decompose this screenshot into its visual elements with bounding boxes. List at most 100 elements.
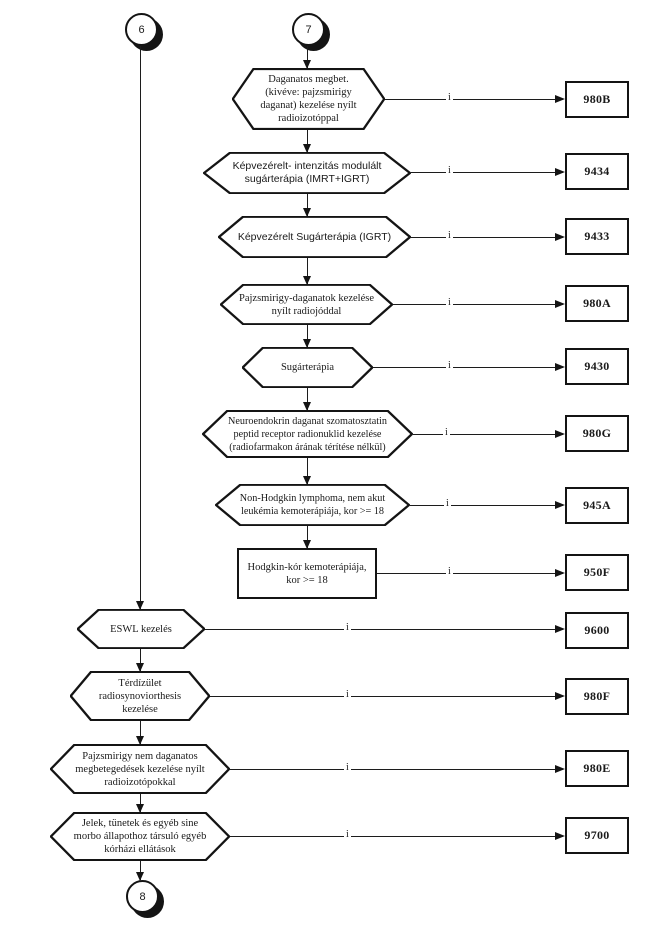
code-label: 9434 — [584, 164, 610, 178]
flow-node-label: Hodgkin-kór kemoterápiája, kor >= 18 — [247, 561, 367, 586]
edge-eswl-to-terdizulet — [135, 649, 144, 672]
hexagon-shape — [202, 410, 413, 458]
edge-jelek-to-8 — [135, 861, 144, 881]
edge-pajzsnem-to-980E — [230, 764, 565, 773]
edge-label-yes: i — [344, 689, 351, 700]
code-box-9433: 9433 — [565, 218, 629, 255]
flow-node-hodgkin: Hodgkin-kór kemoterápiája, kor >= 18 — [237, 548, 377, 599]
flow-node-imrt-igrt: Képvezérelt- intenzitás modulált sugárte… — [203, 152, 411, 194]
edge-label-yes: i — [446, 165, 453, 176]
hexagon-shape — [203, 152, 411, 194]
code-label: 980B — [583, 92, 611, 106]
edge-daganatos-to-980B — [385, 94, 565, 103]
flow-node-non-hodgkin: Non-Hodgkin lymphoma, nem akut leukémia … — [215, 484, 410, 526]
edge-eswl-to-9600 — [205, 624, 565, 633]
flow-node-label: Daganatos megbet. (kivéve: pajzsmirigy d… — [260, 74, 357, 124]
hexagon-shape — [215, 484, 410, 526]
edge-nonhodgkin-to-hodgkin — [302, 526, 311, 549]
code-label: 980G — [582, 426, 612, 440]
flow-node-label: Térdízület radiosynoviorthesis kezelése — [98, 677, 182, 715]
hexagon-shape — [70, 671, 210, 721]
code-box-9430: 9430 — [565, 348, 629, 385]
hexagon-shape — [242, 347, 373, 388]
hexagon-shape — [218, 216, 411, 258]
flow-node-label: Jelek, tünetek és egyéb sine morbo állap… — [73, 818, 207, 855]
edge-sugar-to-neuro — [302, 388, 311, 411]
flow-node-label: Pajzsmirigy-daganatok kezelése nyílt rad… — [239, 292, 374, 317]
edge-label-yes: i — [446, 92, 453, 103]
edge-imrt-to-igrt — [302, 194, 311, 217]
flow-node-label: ESWL kezelés — [110, 623, 172, 635]
edge-label-yes: i — [446, 297, 453, 308]
code-label: 9433 — [584, 229, 610, 243]
code-label: 945A — [583, 498, 611, 512]
code-label: 980E — [583, 761, 611, 775]
offpage-connector-8-label: 8 — [139, 890, 146, 903]
edge-neuro-to-980G — [413, 429, 565, 438]
edge-sugar-to-9430 — [373, 362, 565, 371]
flow-node-pajzsmirigy-daganatok: Pajzsmirigy-daganatok kezelése nyílt rad… — [220, 284, 393, 325]
edge-label-yes: i — [344, 762, 351, 773]
edge-nonhodgkin-to-945A — [410, 500, 565, 509]
code-box-980E: 980E — [565, 750, 629, 787]
flow-node-pajzsmirigy-nem-daganatos: Pajzsmirigy nem daganatos megbetegedések… — [50, 744, 230, 794]
code-box-950F: 950F — [565, 554, 629, 591]
code-box-980A: 980A — [565, 285, 629, 322]
offpage-connector-6-label: 6 — [138, 23, 145, 36]
flow-node-sugarterapia: Sugárterápia — [242, 347, 373, 388]
code-label: 980A — [583, 296, 611, 310]
edge-label-yes: i — [443, 427, 450, 438]
edge-neuro-to-nonhodgkin — [302, 458, 311, 485]
edge-hodgkin-to-950F — [377, 568, 565, 577]
flow-node-label: Pajzsmirigy nem daganatos megbetegedések… — [75, 750, 205, 788]
edge-terdizulet-to-980F — [210, 691, 565, 700]
flow-node-neuroendokrin: Neuroendokrin daganat szomatosztatin pep… — [202, 410, 413, 458]
hexagon-shape — [50, 744, 230, 794]
offpage-connector-7-label: 7 — [305, 23, 312, 36]
edge-daganatos-to-imrt — [302, 130, 311, 153]
hexagon-shape — [220, 284, 393, 325]
flow-node-daganatos-megbet: Daganatos megbet. (kivéve: pajzsmirigy d… — [232, 68, 385, 130]
offpage-connector-7: 7 — [292, 13, 325, 46]
code-box-980F: 980F — [565, 678, 629, 715]
edge-pajzsdag-to-sugar — [302, 325, 311, 348]
edge-pajzsnem-to-jelek — [135, 794, 144, 813]
edge-7-to-daganatos — [302, 46, 311, 69]
flow-node-label: Neuroendokrin daganat szomatosztatin pep… — [228, 415, 387, 453]
edge-imrt-to-9434 — [411, 167, 565, 176]
code-box-980G: 980G — [565, 415, 629, 452]
edge-label-yes: i — [444, 498, 451, 509]
offpage-connector-6: 6 — [125, 13, 158, 46]
edge-label-yes: i — [446, 360, 453, 371]
edge-label-yes: i — [446, 230, 453, 241]
flow-node-terdizulet: Térdízület radiosynoviorthesis kezelése — [70, 671, 210, 721]
code-label: 9430 — [584, 359, 610, 373]
edge-label-yes: i — [446, 566, 453, 577]
code-box-9434: 9434 — [565, 153, 629, 190]
hexagon-shape — [50, 812, 230, 861]
flow-node-igrt: Képvezérelt Sugárterápia (IGRT) — [218, 216, 411, 258]
flow-node-label: Képvezérelt- intenzitás modulált sugárte… — [232, 160, 382, 185]
code-box-980B: 980B — [565, 81, 629, 118]
flow-node-jelek-tunetek: Jelek, tünetek és egyéb sine morbo állap… — [50, 812, 230, 861]
flow-node-label: Sugárterápia — [280, 362, 335, 373]
edge-label-yes: i — [344, 622, 351, 633]
edge-jelek-to-9700 — [230, 831, 565, 840]
edge-igrt-to-pajzsdag — [302, 258, 311, 285]
flow-node-label: Képvezérelt Sugárterápia (IGRT) — [237, 230, 392, 243]
edge-igrt-to-9433 — [411, 232, 565, 241]
code-label: 9700 — [584, 828, 610, 842]
code-box-945A: 945A — [565, 487, 629, 524]
edge-label-yes: i — [344, 829, 351, 840]
hexagon-shape — [232, 68, 385, 130]
hexagon-shape — [77, 609, 205, 649]
code-box-9700: 9700 — [565, 817, 629, 854]
code-box-9600: 9600 — [565, 612, 629, 649]
flow-node-eswl: ESWL kezelés — [77, 609, 205, 649]
code-label: 980F — [583, 689, 611, 703]
code-label: 9600 — [584, 623, 610, 637]
flow-node-label: Non-Hodgkin lymphoma, nem akut leukémia … — [239, 493, 386, 517]
edge-terdizulet-to-pajzsnem — [135, 721, 144, 745]
edge-pajzsdag-to-980A — [393, 299, 565, 308]
